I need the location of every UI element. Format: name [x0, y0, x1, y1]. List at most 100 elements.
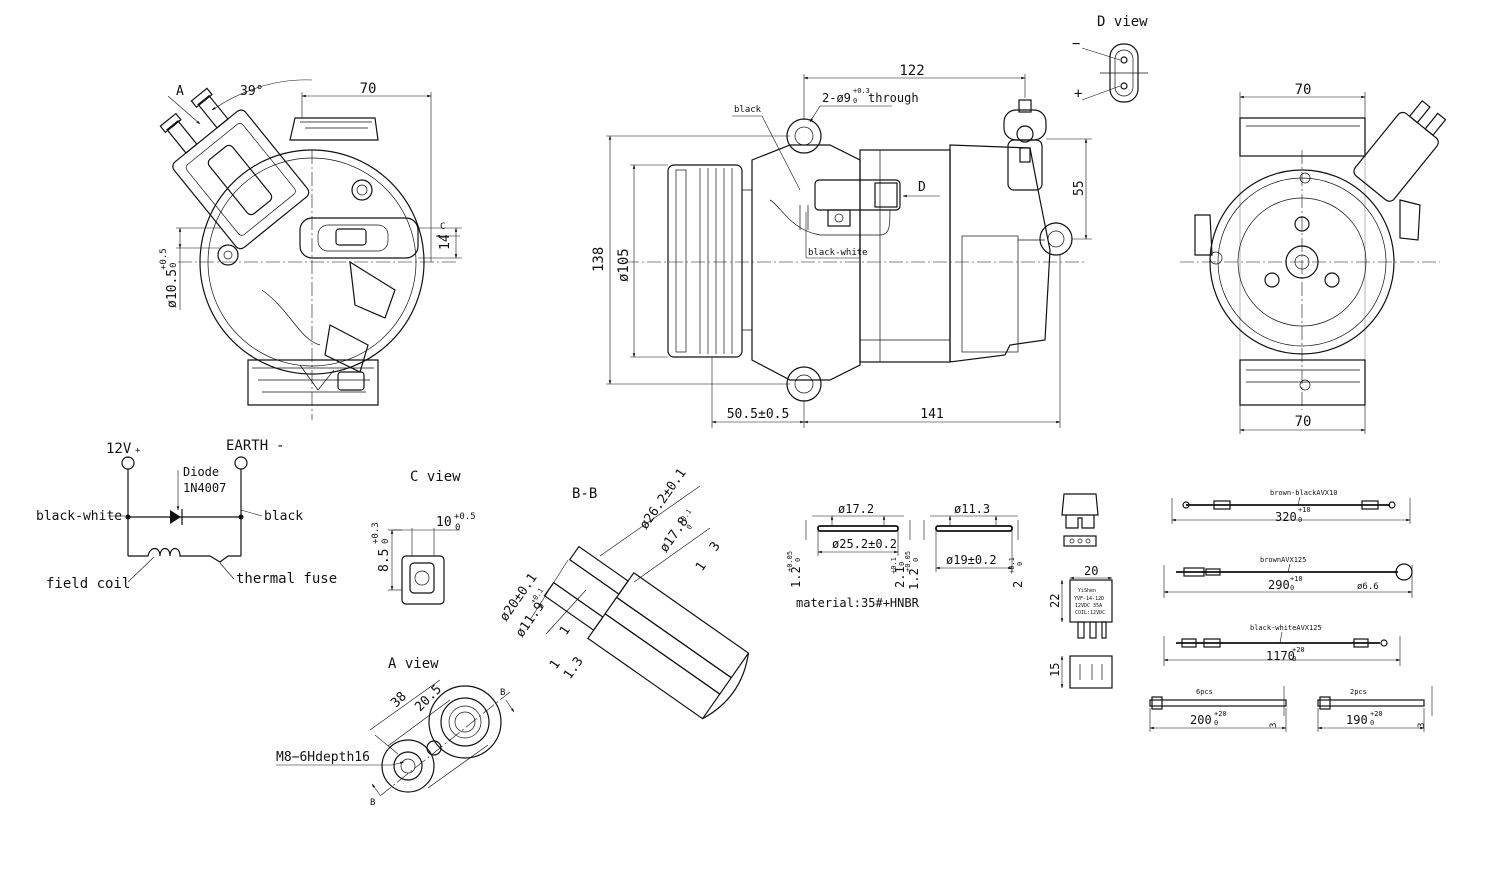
oring2-h-up: +0.1: [1008, 557, 1016, 574]
front-hole-tol: +0.5: [159, 248, 169, 270]
front-dim-70: 70: [360, 81, 377, 97]
oring2-h-low: 0: [1016, 562, 1024, 566]
oring1-h-low: 0: [898, 562, 906, 566]
relay-dim-15: 15: [1048, 663, 1062, 677]
c-view-dim-85-low: 0: [381, 539, 391, 544]
oring2-outer: ø19±0.2: [946, 553, 997, 567]
oring2-inner: ø11.3: [954, 502, 990, 516]
side-dim-50: 50.5±0.5: [727, 407, 790, 422]
side-dim-141: 141: [920, 407, 943, 422]
wire2-len: 290: [1268, 578, 1290, 592]
d-view: D view − +: [1072, 14, 1148, 103]
c-view-title: C view: [410, 469, 461, 485]
oring1-thk-up: +0.05: [786, 551, 794, 572]
o-rings: ø17.2 ø25.2±0.2 1.2 +0.05 0 2.1 +0.1 0 ø…: [786, 502, 1025, 610]
tie2-up: +20: [1370, 710, 1383, 718]
d-view-minus: −: [1072, 36, 1080, 52]
circuit-diode-model: 1N4007: [183, 481, 226, 495]
a-view-b-top: B: [500, 688, 505, 698]
circuit-black: black: [264, 509, 303, 524]
rear-dim-bottom: 70: [1295, 414, 1312, 430]
relay-dim-22: 22: [1048, 594, 1062, 608]
d-view-title: D view: [1097, 14, 1148, 30]
front-dim-hole: ø10.5: [165, 269, 180, 308]
front-label-c: C: [440, 222, 445, 232]
tie2-w: 3: [1417, 723, 1427, 728]
tie2-len: 190: [1346, 713, 1368, 727]
circuit-earth-minus: -: [276, 438, 284, 454]
side-dim-138: 138: [591, 247, 607, 272]
circuit-diagram: 12V + EARTH - Diode 1N4007 black-white b…: [36, 438, 337, 592]
wire1-name: brown-blackAVX10: [1270, 489, 1337, 497]
front-angle: 39°: [240, 84, 263, 99]
tie2-low: 0: [1370, 719, 1374, 727]
circuit-12v-plus: +: [135, 446, 141, 456]
front-hole-tol-low: 0: [169, 263, 179, 268]
wire3-low: 0: [1292, 655, 1296, 663]
c-view: C view 10 +0.5 0 8.5 +0.3 0: [371, 469, 476, 605]
oring1-outer: ø25.2±0.2: [832, 537, 897, 551]
side-through-tol: +0.3: [853, 87, 870, 95]
bb-d119-low: 0: [537, 602, 546, 610]
bb-n1b: 1: [557, 623, 574, 638]
rear-dim-top: 70: [1295, 82, 1312, 98]
oring2-thk-up: +0.05: [904, 551, 912, 572]
circuit-black-white: black-white: [36, 509, 122, 524]
bb-n13: 1.3: [561, 654, 587, 682]
oring2-thk-low: 0: [912, 558, 920, 562]
tie2-qty: 2pcs: [1350, 688, 1367, 696]
a-view-title: A view: [388, 656, 439, 672]
wire1-up: +10: [1298, 506, 1311, 514]
tie1-w: 3: [1269, 723, 1279, 728]
a-view-b-bottom: B: [370, 798, 375, 808]
a-view-dim-205: 20.5: [412, 682, 445, 715]
relay-label-4: COIL:12VDC: [1075, 610, 1105, 616]
fuse-relay: 20 YiShen YVF-14-12D 12VDC 35A COIL:12VD…: [1048, 493, 1113, 689]
side-label-d: D: [918, 180, 926, 195]
relay-dim-20: 20: [1084, 564, 1098, 578]
wire2-low: 0: [1290, 584, 1294, 592]
wire-harness: brown-blackAVX10 320 +10 0 brownAVX125 2…: [1149, 489, 1433, 732]
bb-section: B-B ø26.2±0.1 ø17.8 +0.1 0 ø20±0.1 ø11.9…: [497, 466, 750, 720]
side-through-hole: 2-ø9: [822, 91, 851, 105]
wire3-len: 1170: [1266, 649, 1295, 663]
circuit-earth: EARTH: [226, 438, 268, 454]
wire2-ring: ø6.6: [1357, 582, 1379, 592]
c-view-dim-10-up: +0.5: [454, 512, 476, 522]
oring1-thk-low: 0: [794, 558, 802, 562]
d-view-plus: +: [1074, 86, 1082, 102]
circuit-field-coil: field coil: [46, 576, 130, 592]
wire3-name: black-whiteAVX125: [1250, 624, 1322, 632]
oring1-h-up: +0.1: [890, 557, 898, 574]
side-wire-black-white: black-white: [808, 248, 868, 258]
oring-material: material:35#+HNBR: [796, 596, 920, 610]
circuit-12v: 12V: [106, 441, 132, 457]
wire3-up: +20: [1292, 646, 1305, 654]
bb-n3: 3: [707, 539, 724, 554]
oring1-inner: ø17.2: [838, 502, 874, 516]
tie1-len: 200: [1190, 713, 1212, 727]
wire1-low: 0: [1298, 516, 1302, 524]
c-view-dim-10-low: 0: [455, 523, 460, 533]
circuit-diode: Diode: [183, 465, 219, 479]
bb-d178-low: 0: [685, 523, 694, 531]
tie1-up: +20: [1214, 710, 1227, 718]
side-wire-black: black: [734, 105, 762, 115]
relay-label-3: 12VDC 35A: [1075, 603, 1102, 609]
circuit-thermal-fuse: thermal fuse: [236, 571, 337, 587]
oring1-thk: 1.2: [789, 566, 803, 588]
oring1-h: 2.1: [893, 566, 907, 588]
tie1-qty: 6pcs: [1196, 688, 1213, 696]
wire2-name: brownAVX125: [1260, 556, 1306, 564]
front-view: 70 39° A 14 C ø10.5 +0.5 0: [159, 79, 462, 420]
side-through-word: through: [868, 91, 919, 105]
oring2-h: 2: [1011, 581, 1025, 588]
c-view-dim-85-up: +0.3: [371, 522, 381, 544]
c-view-dim-85: 8.5: [377, 549, 392, 572]
side-dim-55: 55: [1072, 180, 1087, 196]
side-view: 122 2-ø9 +0.3 0 through black black-whit…: [591, 63, 1092, 428]
side-dim-105: ø105: [616, 248, 632, 282]
rear-view: 70 70: [1180, 82, 1447, 434]
a-view: A view 38 20.5 M8−6Hdepth16 B B: [276, 656, 515, 808]
relay-label-2: YVF-14-12D: [1074, 596, 1104, 602]
